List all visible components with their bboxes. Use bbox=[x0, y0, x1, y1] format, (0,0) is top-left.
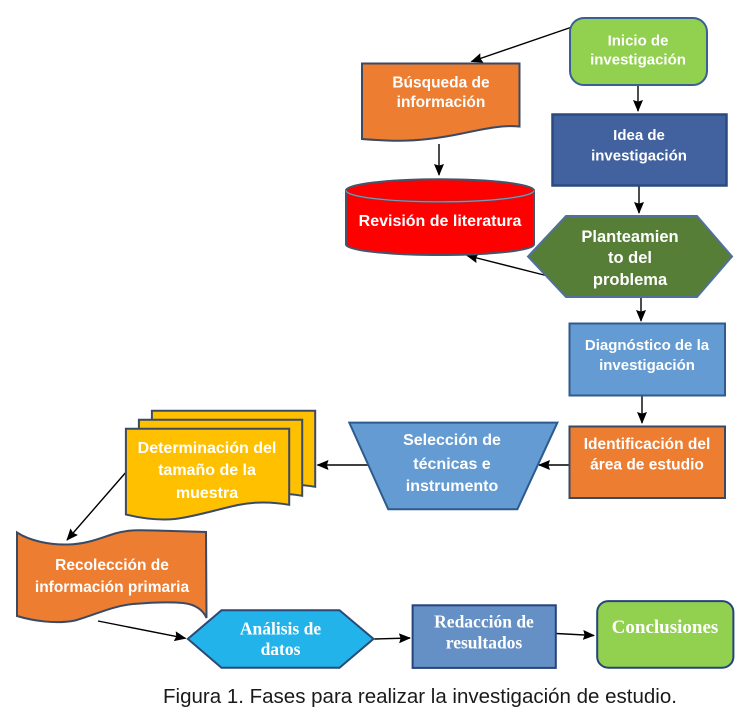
svg-text:investigación: investigación bbox=[591, 148, 687, 165]
svg-text:Idea de: Idea de bbox=[613, 127, 665, 144]
svg-text:área de estudio: área de estudio bbox=[590, 457, 704, 474]
svg-text:investigación: investigación bbox=[599, 357, 695, 374]
svg-text:Determinación del: Determinación del bbox=[138, 440, 277, 457]
svg-text:investigación: investigación bbox=[590, 52, 686, 69]
svg-text:datos: datos bbox=[261, 639, 301, 659]
svg-text:Redacción de: Redacción de bbox=[434, 611, 534, 631]
svg-text:problema: problema bbox=[593, 271, 668, 289]
svg-text:Selección de: Selección de bbox=[403, 432, 501, 449]
svg-text:muestra: muestra bbox=[176, 485, 238, 502]
svg-text:técnicas e: técnicas e bbox=[413, 456, 490, 473]
svg-text:Revisión de literatura: Revisión de literatura bbox=[359, 213, 522, 230]
svg-text:Planteamien: Planteamien bbox=[581, 228, 678, 246]
svg-text:Análisis de: Análisis de bbox=[240, 619, 321, 639]
svg-text:información: información bbox=[397, 94, 486, 111]
svg-text:to del: to del bbox=[608, 249, 652, 267]
svg-text:Búsqueda de: Búsqueda de bbox=[392, 75, 490, 92]
svg-text:Inicio de: Inicio de bbox=[608, 33, 669, 50]
svg-text:Recolección de: Recolección de bbox=[55, 557, 169, 574]
svg-text:Diagnóstico de la: Diagnóstico de la bbox=[585, 337, 710, 354]
svg-text:información primaria: información primaria bbox=[35, 579, 190, 596]
svg-text:Conclusiones: Conclusiones bbox=[612, 617, 719, 638]
svg-text:Figura 1. Fases para realizar: Figura 1. Fases para realizar la investi… bbox=[163, 685, 677, 708]
svg-text:Identificación del: Identificación del bbox=[584, 436, 711, 453]
svg-text:tamaño de la: tamaño de la bbox=[158, 462, 256, 479]
svg-text:resultados: resultados bbox=[446, 633, 523, 653]
svg-text:instrumento: instrumento bbox=[406, 478, 499, 495]
